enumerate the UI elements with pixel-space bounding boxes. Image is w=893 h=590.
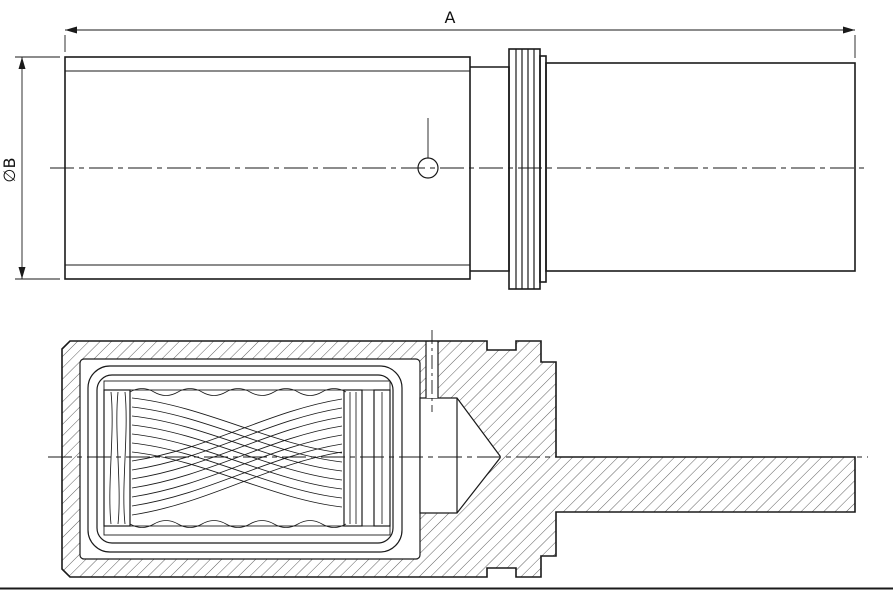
left-ring-outline: [103, 389, 131, 527]
dim-a-arrow-left: [65, 26, 77, 34]
wire-basket-strands: [129, 388, 347, 528]
collar-step: [539, 55, 547, 283]
rear-barrel-outline: [545, 62, 856, 272]
vent-slot: [425, 330, 439, 412]
section-view: [48, 330, 868, 578]
cage-top-strip: [103, 380, 391, 391]
vent-slot-opening: [426, 342, 438, 398]
contact-side-view: [50, 48, 868, 290]
neck-outline: [470, 66, 510, 272]
collar-outline: [508, 48, 541, 290]
dim-a-arrow-right: [843, 26, 855, 34]
dimension-a: A: [64, 8, 856, 58]
dim-b-label: ∅B: [0, 158, 19, 183]
left-ring-wire-1: [109, 391, 113, 525]
top-view: A ∅B: [0, 8, 868, 290]
right-ring-collar: [373, 389, 391, 527]
dim-b-arrow-top: [18, 57, 26, 69]
right-ring-outline: [343, 389, 363, 527]
sleeve-outer-wall: [87, 365, 403, 553]
cage-bottom-strip: [103, 525, 391, 536]
left-ring-wire-3: [123, 391, 127, 525]
dimension-b: ∅B: [0, 56, 60, 280]
left-end-ring: [103, 389, 131, 527]
dim-a-label: A: [445, 8, 456, 27]
dim-b-arrow-bottom: [18, 267, 26, 279]
right-end-ring: [343, 389, 391, 527]
sleeve-inner-wall: [96, 374, 394, 544]
left-ring-wire-2: [116, 391, 120, 525]
